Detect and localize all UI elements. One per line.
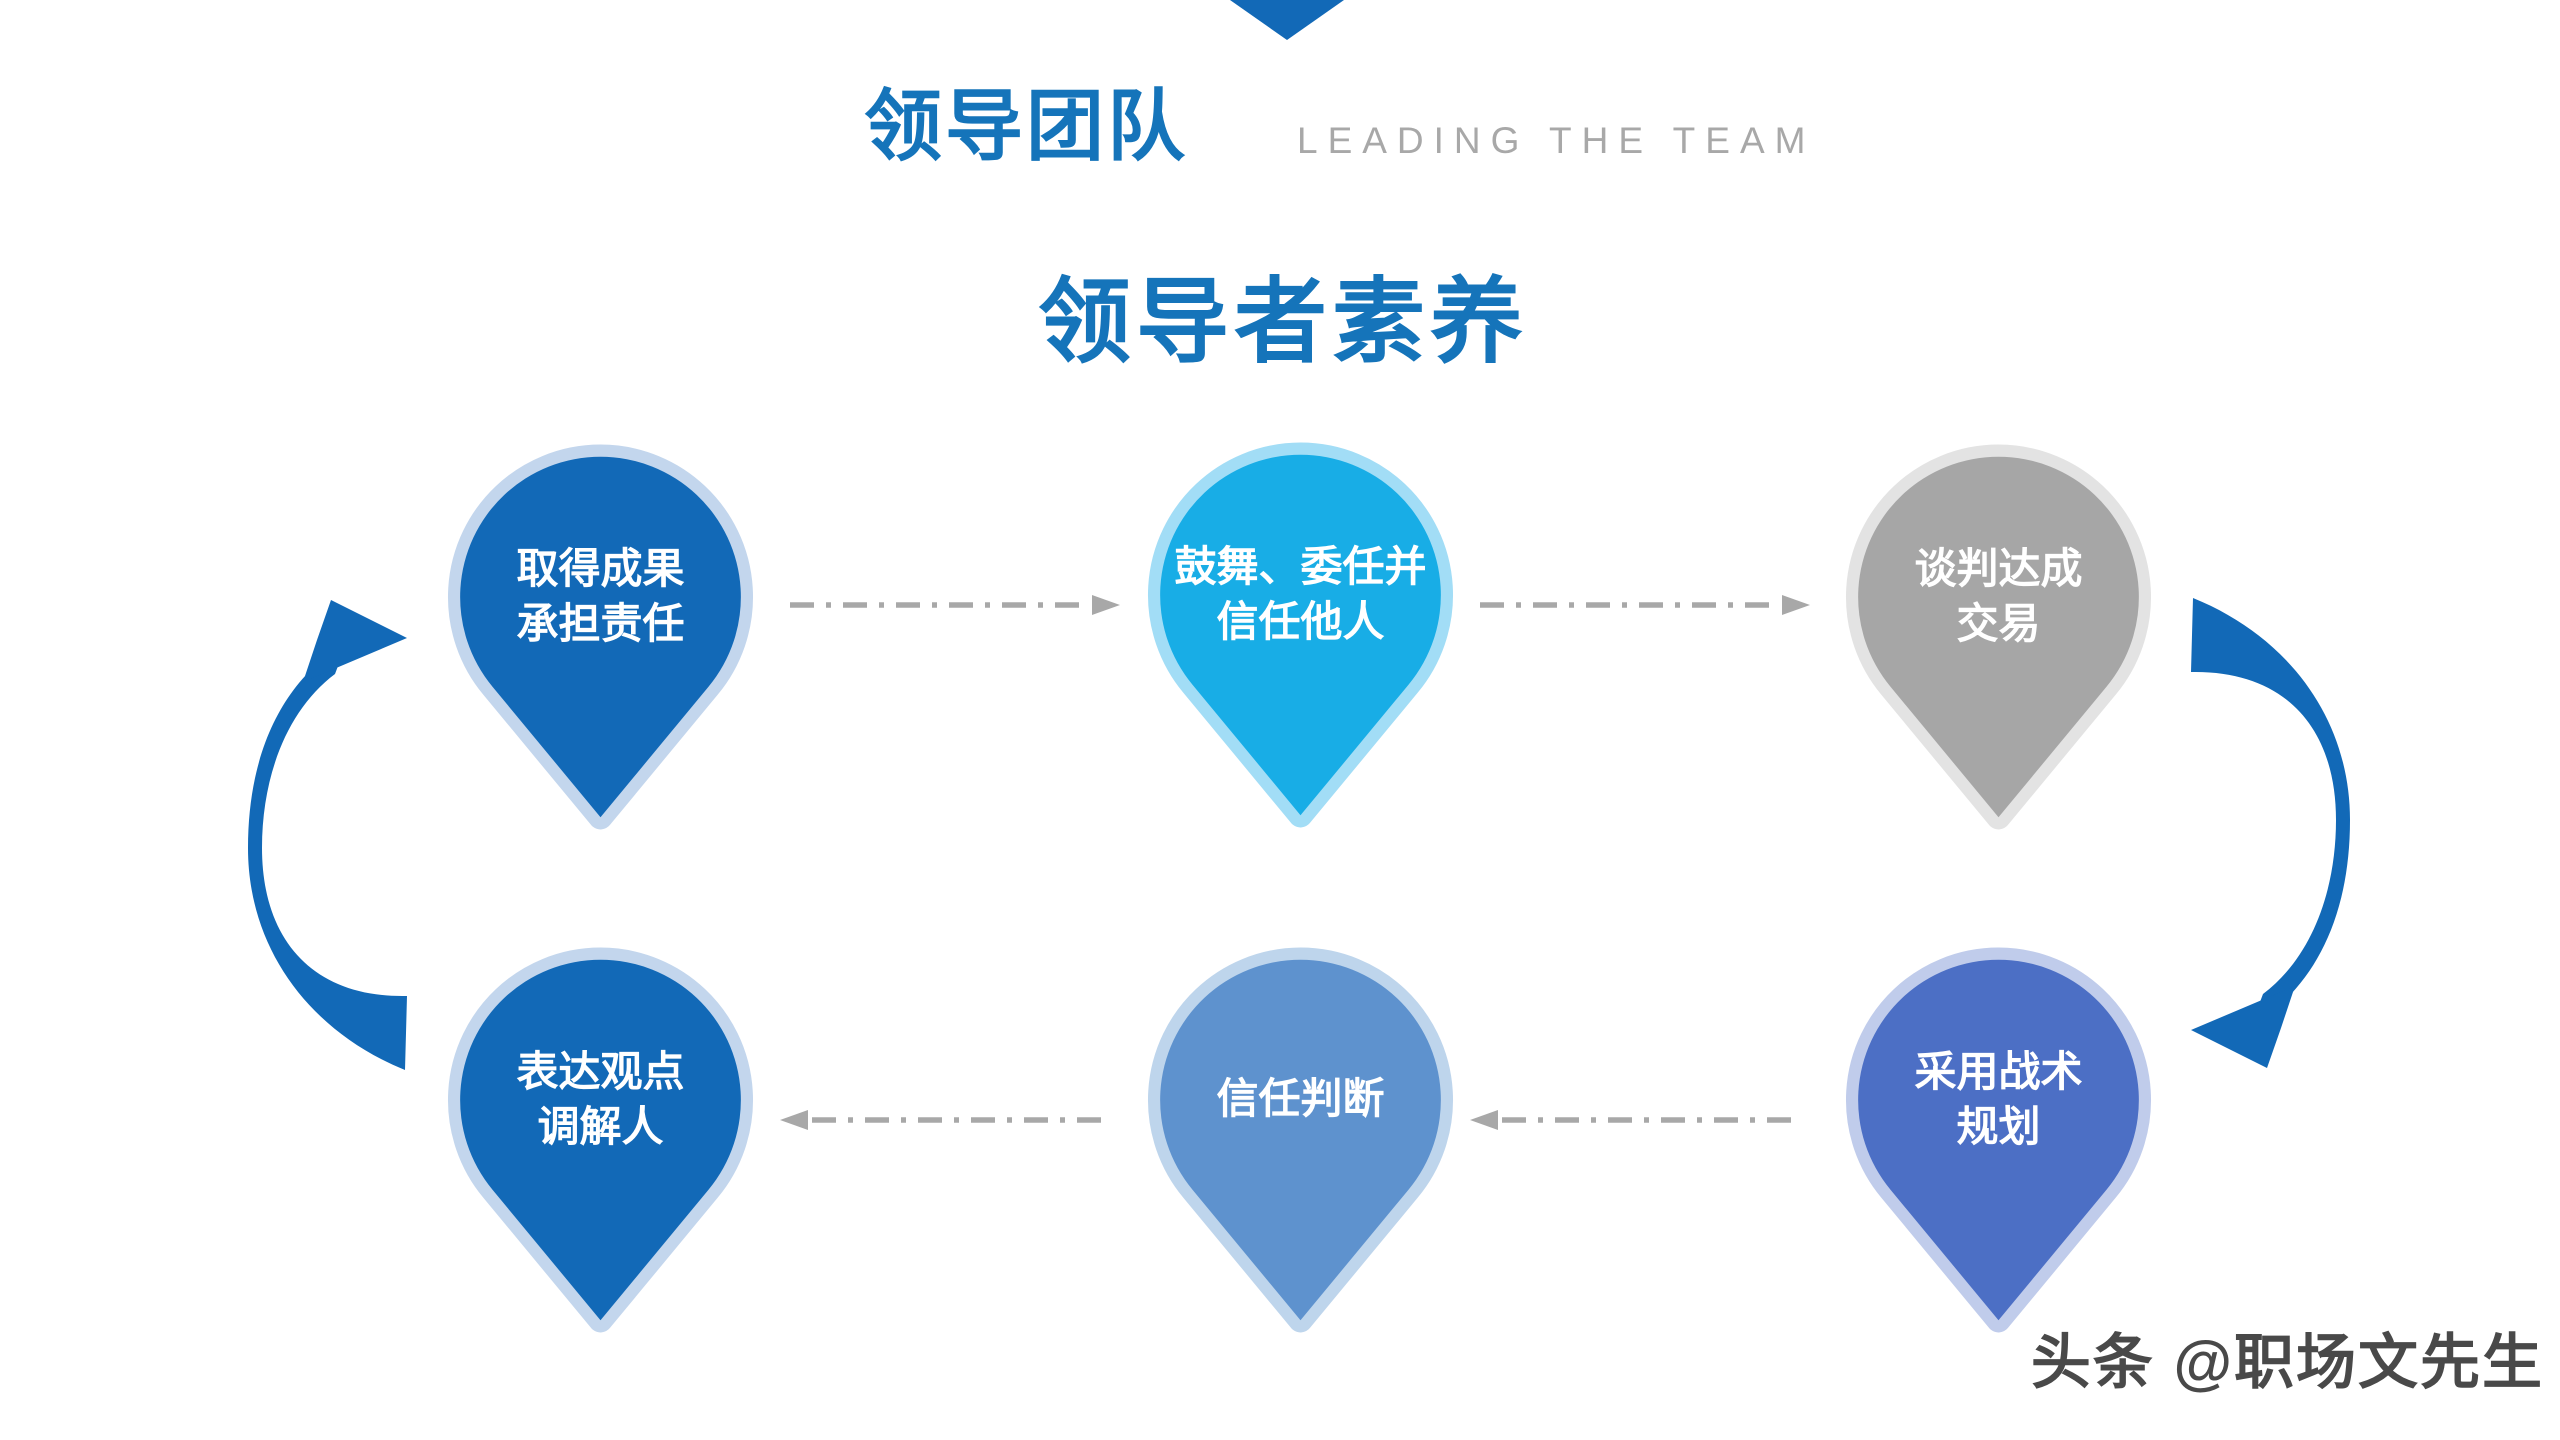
pin-shape-icon xyxy=(1845,947,2152,1333)
pin-label-line: 采用战术 xyxy=(1914,1047,2083,1095)
pin-label-line: 鼓舞、委任并 xyxy=(1174,542,1427,590)
pin-inspire-delegate-trust: 鼓舞、委任并信任他人 xyxy=(1132,441,1469,834)
dash-dot-arrow-left-icon xyxy=(1470,1110,1800,1130)
pin-label: 采用战术规划 xyxy=(1830,974,2167,1224)
pin-label-line: 规划 xyxy=(1956,1103,2041,1150)
pin-label-line: 调解人 xyxy=(537,1103,664,1150)
pin-label: 表达观点调解人 xyxy=(432,974,769,1224)
dash-dot-arrow-left-icon xyxy=(780,1110,1110,1130)
pin-label: 谈判达成交易 xyxy=(1830,471,2167,721)
pin-shape-icon xyxy=(1845,444,2152,830)
down-triangle-icon xyxy=(1230,0,1344,40)
pin-label-line: 信任判断 xyxy=(1216,1075,1385,1123)
page-subtitle: 领导者素养 xyxy=(1038,270,1528,374)
pin-label-line: 表达观点 xyxy=(516,1047,685,1095)
dash-dot-arrow-right-icon xyxy=(1480,595,1810,615)
pin-label-line: 取得成果 xyxy=(516,544,685,592)
curved-swoosh-arrow-up-icon xyxy=(248,600,407,1070)
pin-label-line: 承担责任 xyxy=(516,600,685,647)
watermark: 头条 @职场文先生 xyxy=(2030,1329,2544,1396)
pin-label: 信任判断 xyxy=(1132,974,1469,1224)
pin-label: 鼓舞、委任并信任他人 xyxy=(1132,469,1469,719)
pin-shape-icon xyxy=(1147,442,1454,828)
page-title-english: LEADING THE TEAM xyxy=(1297,120,1816,161)
pin-express-views-mediator: 表达观点调解人 xyxy=(432,946,769,1339)
dash-dot-arrow-right-icon xyxy=(790,595,1120,615)
pin-shape-icon xyxy=(447,444,754,830)
pin-label: 取得成果承担责任 xyxy=(432,471,769,721)
pin-tactical-planning: 采用战术规划 xyxy=(1830,946,2167,1339)
page-title: 领导团队 xyxy=(864,82,1189,170)
pin-label-line: 谈判达成 xyxy=(1914,544,2083,592)
curved-swoosh-arrow-down-icon xyxy=(2191,598,2350,1068)
pin-label-line: 信任他人 xyxy=(1216,598,1385,645)
pin-shape-icon xyxy=(1147,947,1454,1333)
pin-negotiate-deals: 谈判达成交易 xyxy=(1830,443,2167,836)
pin-achieve-results: 取得成果承担责任 xyxy=(432,443,769,836)
pin-label-line: 交易 xyxy=(1956,600,2041,647)
pin-shape-icon xyxy=(447,947,754,1333)
pin-trust-judgment: 信任判断 xyxy=(1132,946,1469,1339)
